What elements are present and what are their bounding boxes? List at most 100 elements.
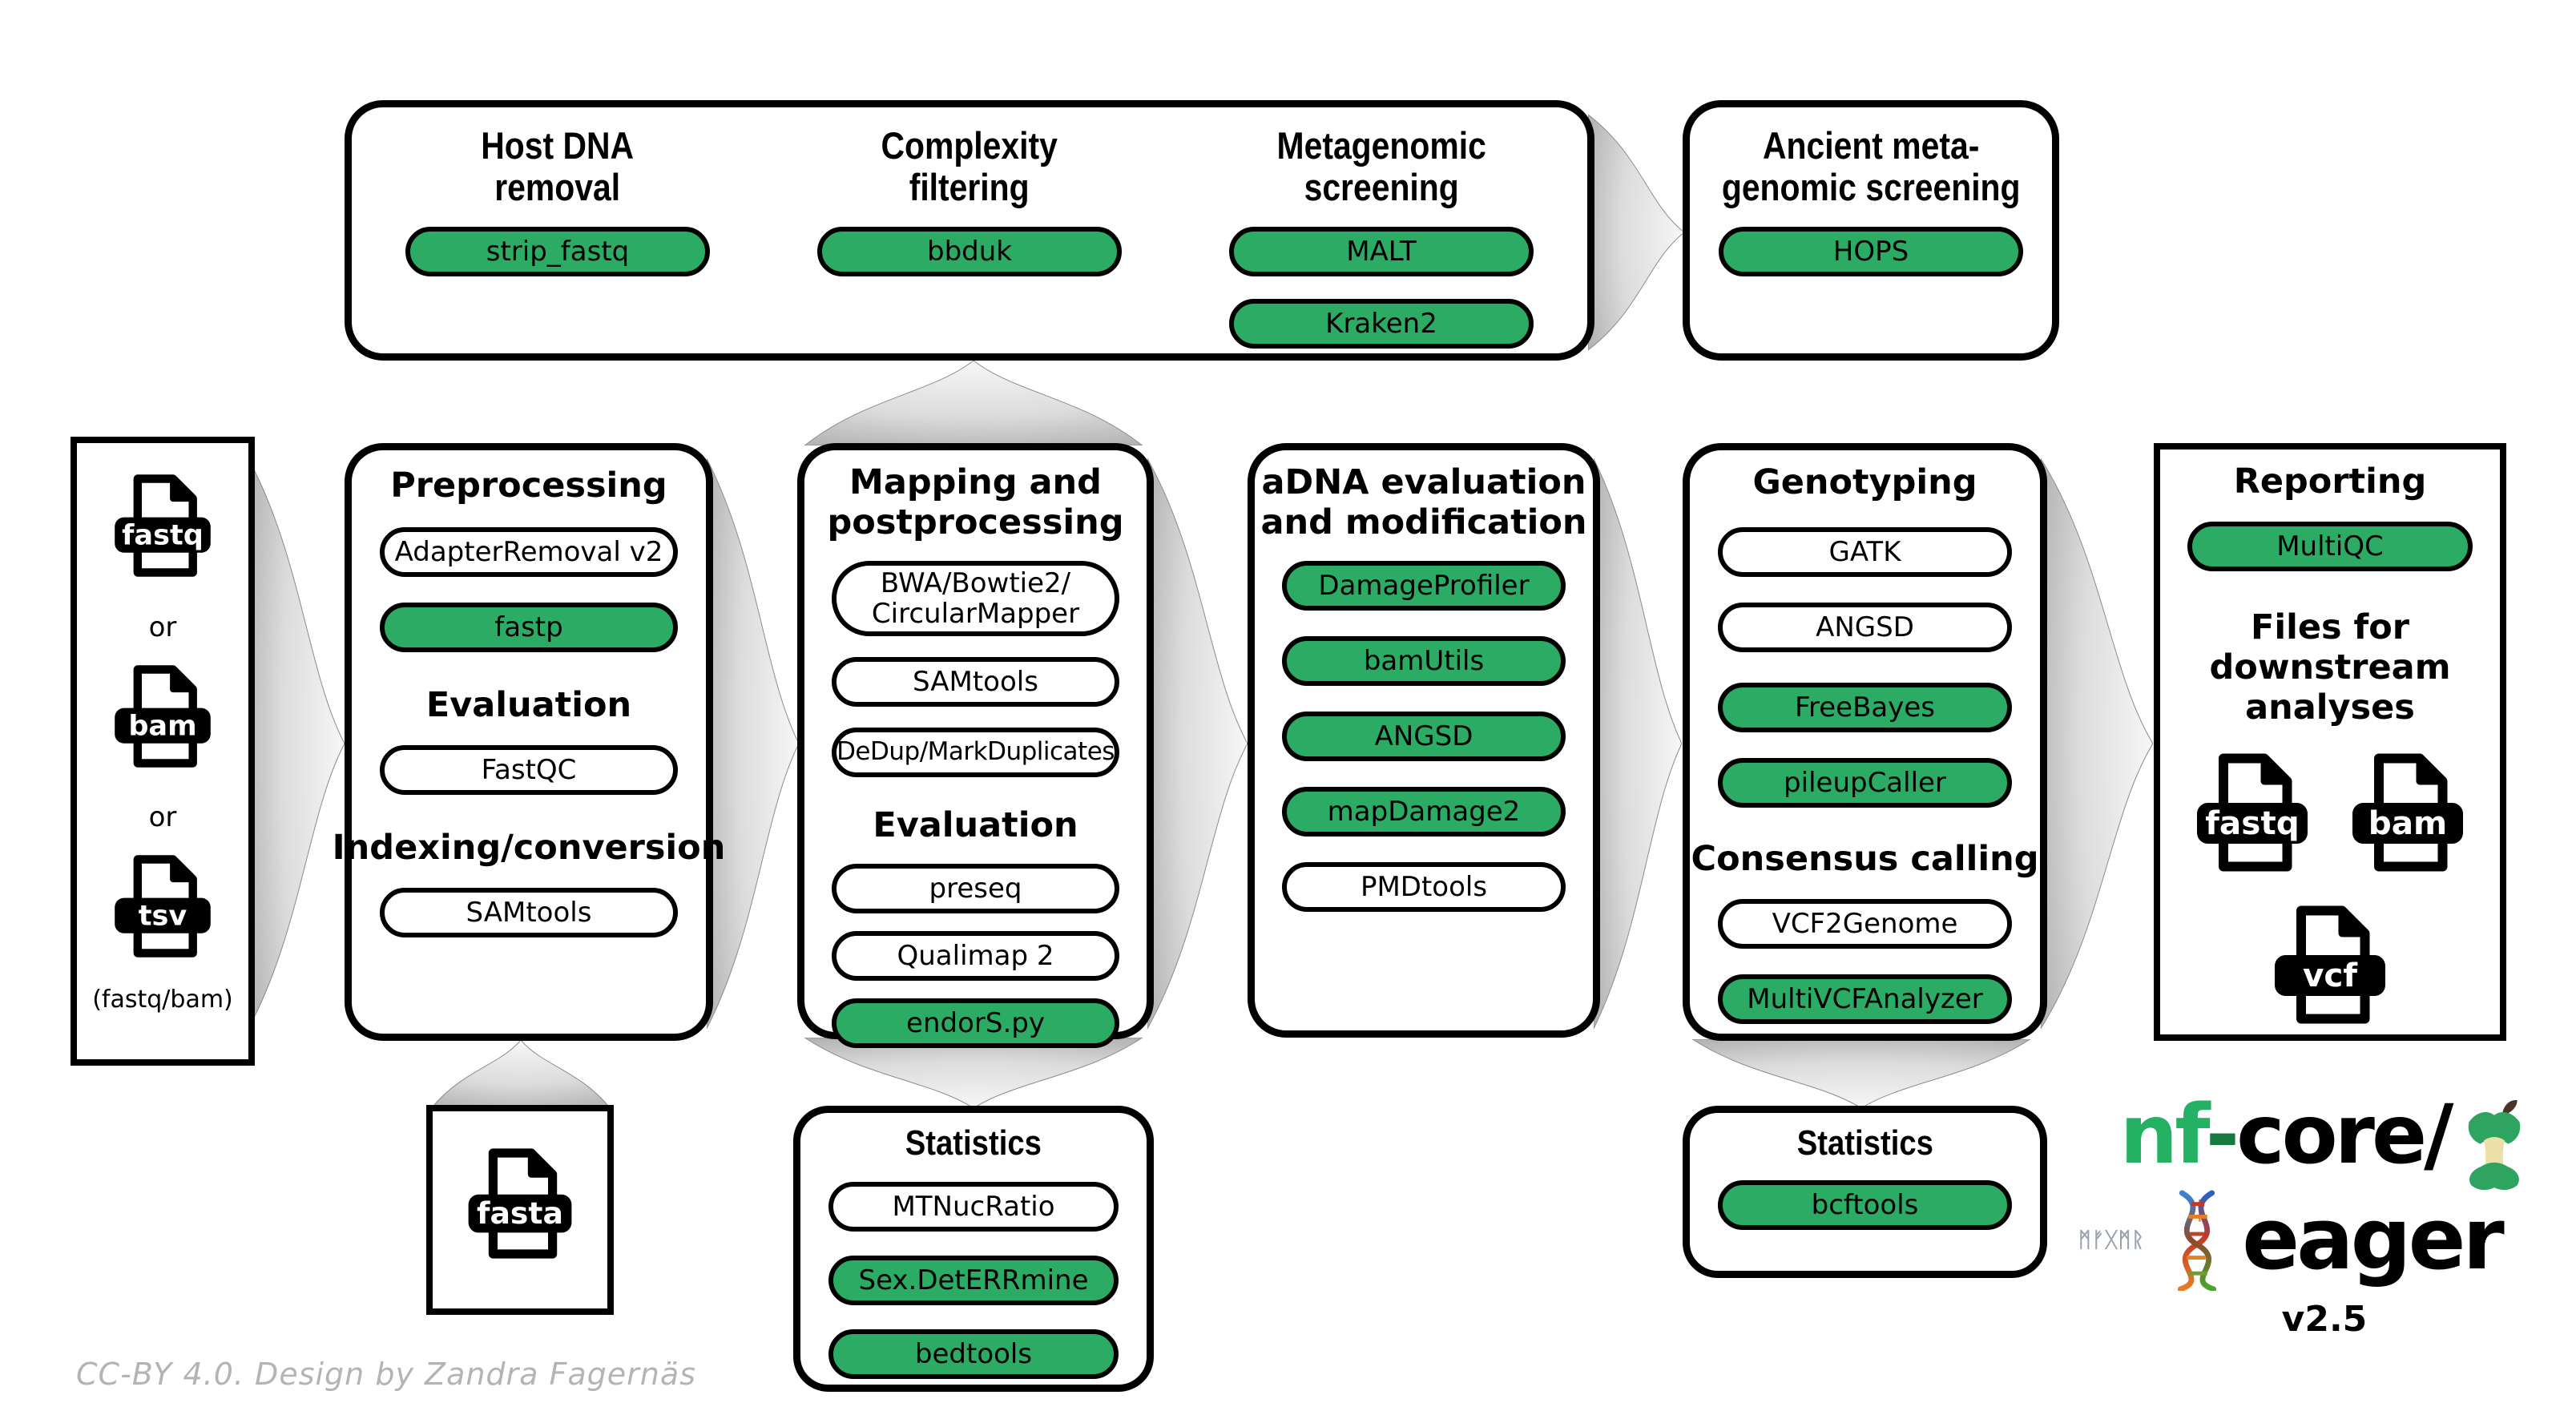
tool-pill-angsd-geno: ANGSD bbox=[1717, 602, 2013, 652]
tool-pill-sex-deterrmine: Sex.DetERRmine bbox=[828, 1256, 1119, 1306]
vcf-output-file-icon: vcf bbox=[2270, 905, 2390, 1039]
arrow-genotyping-to-statistics bbox=[1689, 1039, 2034, 1108]
svg-text:fastq: fastq bbox=[122, 518, 204, 551]
tool-pill-qualimap2: Qualimap 2 bbox=[832, 930, 1119, 981]
tool-pill-fastqc: FastQC bbox=[380, 744, 678, 795]
attribution-text: CC-BY 4.0. Design by Zandra Fagernäs bbox=[76, 1357, 696, 1392]
subheading-evaluation: Evaluation bbox=[425, 684, 632, 725]
tool-pill-endors-py: endorS.py bbox=[832, 998, 1119, 1048]
tool-pill-kraken2: Kraken2 bbox=[1229, 299, 1534, 349]
tool-pill-bbduk: bbduk bbox=[817, 227, 1122, 277]
fastq-output-file-icon: fastq bbox=[2192, 752, 2312, 887]
nf-core-eager-logo: nf-core/ ᛗᚠᚷᛗᚱ ᛚ bbox=[2078, 1095, 2569, 1341]
box-title: Genotyping bbox=[1752, 462, 1977, 502]
tool-pill-freebayes: FreeBayes bbox=[1717, 682, 2013, 732]
fasta-reference-box: fasta bbox=[426, 1105, 614, 1315]
tool-pill-pileupcaller: pileupCaller bbox=[1717, 757, 2013, 808]
arrow-genotyping-to-reporting bbox=[2041, 453, 2153, 1034]
tool-pill-dedup-markduplicates: DeDup/MarkDuplicates bbox=[832, 727, 1119, 777]
or-label: or bbox=[148, 801, 177, 834]
arrow-topbox-to-ancient bbox=[1588, 112, 1684, 353]
svg-text:fasta: fasta bbox=[477, 1195, 563, 1231]
fastq-file-icon: fastq bbox=[111, 474, 215, 591]
tool-pill-preseq: preseq bbox=[832, 863, 1119, 913]
logo-core-text: core/ bbox=[2236, 1087, 2453, 1183]
box-title: Preprocessing bbox=[390, 466, 667, 506]
arrow-adna-to-genotyping bbox=[1594, 453, 1682, 1034]
output-file-row: fastq bam bbox=[2192, 752, 2468, 887]
logo-line-nf-core: nf-core/ bbox=[2080, 1095, 2569, 1193]
tool-pill-bedtools: bedtools bbox=[828, 1329, 1119, 1380]
logo-line-eager: ᛗᚠᚷᛗᚱ ᛚ eager bbox=[2078, 1188, 2569, 1292]
box-title: Statistics bbox=[1796, 1123, 1933, 1163]
tool-pill-samtools-pre: SAMtools bbox=[380, 887, 678, 937]
statistics-genotyping-box: Statistics bcftools bbox=[1683, 1106, 2047, 1278]
fasta-file-icon: fasta bbox=[464, 1147, 576, 1273]
preprocessing-box: Preprocessing AdapterRemoval v2 fastp Ev… bbox=[333, 443, 725, 1041]
tool-pill-pmdtools: PMDtools bbox=[1281, 861, 1566, 912]
svg-text:tsv: tsv bbox=[139, 900, 187, 933]
tool-pill-malt: MALT bbox=[1229, 227, 1534, 277]
box-title: Statistics bbox=[905, 1123, 1042, 1163]
arrow-mapping-to-adna bbox=[1147, 453, 1248, 1034]
tool-pill-multivcfanalyzer: MultiVCFAnalyzer bbox=[1717, 974, 2013, 1024]
subheading-consensus-calling: Consensus calling bbox=[1691, 838, 2039, 879]
tool-pill-adapterremoval: AdapterRemoval v2 bbox=[380, 526, 678, 577]
tool-pill-bcftools: bcftools bbox=[1717, 1180, 2013, 1231]
arrow-fasta-to-preprocessing bbox=[430, 1040, 611, 1107]
statistics-mapping-box: Statistics MTNucRatio Sex.DetERRmine bed… bbox=[793, 1106, 1154, 1392]
svg-text:bam: bam bbox=[2368, 804, 2448, 842]
genotyping-box: Genotyping GATK ANGSD FreeBayes pileupCa… bbox=[1683, 443, 2047, 1041]
box-title: Reporting bbox=[2233, 462, 2427, 502]
svg-text:vcf: vcf bbox=[2303, 956, 2357, 994]
tool-pill-samtools-map: SAMtools bbox=[832, 656, 1119, 707]
arrow-input-to-preprocessing bbox=[248, 453, 345, 1034]
subheading-evaluation: Evaluation bbox=[873, 804, 1078, 845]
bam-output-file-icon: bam bbox=[2348, 752, 2468, 887]
logo-nf-text: nf bbox=[2119, 1087, 2209, 1183]
bam-file-icon: bam bbox=[111, 664, 215, 781]
logo-eager-text: eager bbox=[2242, 1190, 2504, 1289]
svg-text:fastq: fastq bbox=[2205, 804, 2299, 842]
subheading-indexing-conversion: Indexing/conversion bbox=[332, 827, 726, 868]
tool-pill-multiqc: MultiQC bbox=[2187, 521, 2473, 571]
tool-pill-strip-fastq: strip_fastq bbox=[405, 227, 710, 277]
arrow-mapping-to-statistics bbox=[801, 1038, 1146, 1108]
tool-pill-bamutils: bamUtils bbox=[1281, 635, 1566, 686]
tool-pill-mapdamage2: mapDamage2 bbox=[1281, 786, 1566, 837]
tsv-file-icon: tsv bbox=[111, 854, 215, 971]
rune-text: ᛗᚠᚷᛗᚱ bbox=[2078, 1228, 2146, 1253]
input-files-box: fastq or bam or tsv (fastq/bam) bbox=[71, 437, 255, 1066]
tool-pill-angsd-adna: ANGSD bbox=[1281, 711, 1566, 761]
tool-pill-hops: HOPS bbox=[1719, 227, 2023, 277]
tool-pill-gatk: GATK bbox=[1717, 526, 2013, 577]
tool-pill-mtnucratio: MTNucRatio bbox=[828, 1182, 1119, 1232]
apple-core-icon bbox=[2460, 1095, 2529, 1193]
tsv-caption: (fastq/bam) bbox=[92, 985, 233, 1014]
or-label: or bbox=[148, 611, 177, 643]
logo-version: v2.5 bbox=[2281, 1299, 2368, 1341]
logo-hyphen: - bbox=[2205, 1087, 2239, 1183]
svg-text:bam: bam bbox=[128, 709, 196, 742]
ancient-metagenomic-screening-box: Ancient meta-genomic screening HOPS bbox=[1683, 100, 2059, 361]
dna-helix-icon bbox=[2147, 1188, 2242, 1292]
section-title: Ancient meta-genomic screening bbox=[1721, 124, 2021, 208]
tool-pill-bwa-bowtie2-circularmapper: BWA/Bowtie2/CircularMapper bbox=[832, 560, 1119, 636]
arrow-mapping-to-topbox bbox=[801, 361, 1146, 445]
tool-pill-damageprofiler: DamageProfiler bbox=[1281, 560, 1566, 611]
tool-pill-fastp: fastp bbox=[380, 602, 678, 652]
